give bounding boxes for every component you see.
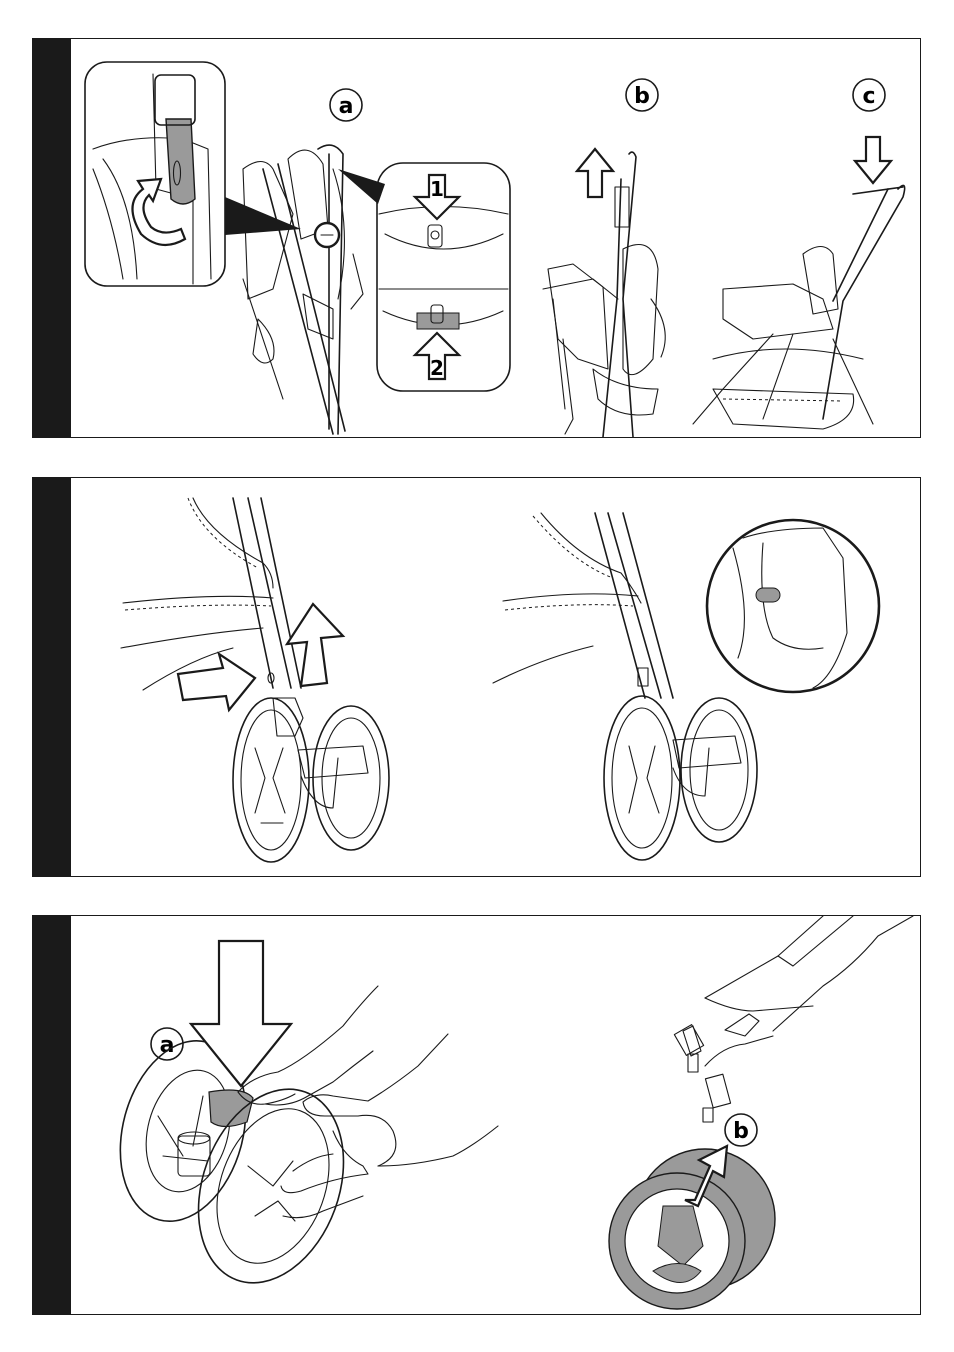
wheel-removed: b (609, 916, 913, 1309)
step-a-badge: a (330, 89, 362, 121)
stroller-c-folding: c (693, 79, 905, 429)
svg-text:a: a (339, 94, 354, 119)
leg-wheel-attached (493, 513, 879, 860)
svg-text:c: c (862, 84, 875, 109)
svg-text:2: 2 (430, 356, 444, 380)
stroller-b-lifted: b (543, 79, 665, 437)
leg-with-button (121, 498, 389, 862)
svg-text:b: b (634, 84, 650, 109)
wheel-release-illustration: a (33, 916, 922, 1316)
svg-text:b: b (733, 1119, 749, 1144)
step-panel-1: a 1 2 b (32, 38, 921, 438)
folded-stroller-a (243, 145, 363, 434)
callout-wedge (225, 197, 301, 235)
svg-text:1: 1 (430, 177, 444, 201)
button-detail: 1 2 (377, 163, 510, 391)
lock-lever-detail (85, 62, 225, 286)
step-panel-3: a (32, 915, 921, 1315)
callout-wedge-2 (338, 169, 385, 204)
wheel-removal-illustration (33, 478, 922, 878)
hands-pressing-release: a (101, 941, 498, 1303)
fold-illustration: a 1 2 b (33, 39, 922, 439)
step-panel-2 (32, 477, 921, 877)
